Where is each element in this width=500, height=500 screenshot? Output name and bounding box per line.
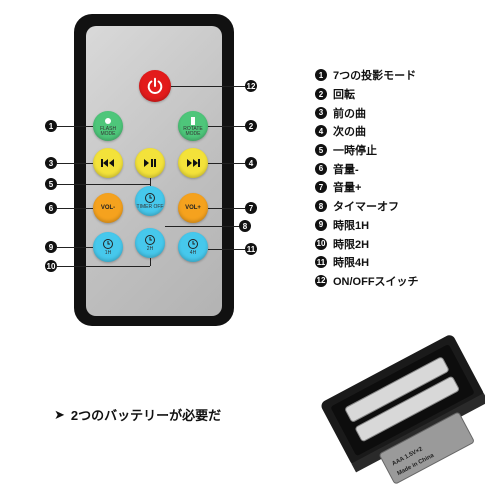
- legend-number: 5: [315, 144, 327, 157]
- legend-text: 音量+: [333, 182, 362, 195]
- timer-1h-label: 1H: [104, 250, 112, 256]
- leader-line: [208, 249, 245, 250]
- legend-number: 9: [315, 218, 327, 231]
- leader-line: [208, 208, 245, 209]
- legend-item: 7 音量+: [315, 178, 419, 197]
- legend-item: 2 回転: [315, 85, 419, 104]
- volume-down-label: VOL-: [100, 205, 116, 211]
- previous-track-button[interactable]: [93, 148, 123, 178]
- rotate-mode-button[interactable]: ROTATE MODE: [178, 111, 208, 141]
- clock-icon: [103, 239, 113, 249]
- legend-number: 4: [315, 125, 327, 138]
- legend-item: 6 音量-: [315, 159, 419, 178]
- callout-7: 7: [245, 202, 257, 214]
- clock-icon: [188, 239, 198, 249]
- legend-number: 1: [315, 69, 327, 82]
- leader-line: [57, 184, 150, 185]
- callout-12: 12: [245, 80, 257, 92]
- leader-line: [208, 163, 245, 164]
- timer-2h-button[interactable]: 2H: [135, 228, 165, 258]
- leader-line: [57, 247, 93, 248]
- legend-text: ON/OFFスイッチ: [333, 275, 419, 288]
- power-icon: [147, 77, 163, 94]
- timer-4h-label: 4H: [189, 250, 197, 256]
- callout-5: 5: [45, 178, 57, 190]
- rotate-icon: [191, 116, 195, 125]
- callout-9: 9: [45, 241, 57, 253]
- rotate-mode-label: ROTATE MODE: [183, 125, 203, 137]
- leader-line: [57, 126, 93, 127]
- legend-number: 11: [315, 256, 327, 269]
- callout-4: 4: [245, 157, 257, 169]
- legend-item: 3 前の曲: [315, 103, 419, 122]
- clock-icon: [145, 193, 155, 203]
- legend-text: 前の曲: [333, 107, 366, 120]
- volume-up-button[interactable]: VOL+: [178, 193, 208, 223]
- legend-item: 4 次の曲: [315, 122, 419, 141]
- battery-compartment-illustration: AAA 1.5V×2 Made in China: [321, 335, 485, 484]
- skip-back-icon: [101, 159, 114, 167]
- battery-requirement-note: ➤ 2つのバッテリーが必要だ: [54, 405, 221, 424]
- legend-number: 10: [315, 237, 327, 250]
- light-icon: [105, 117, 111, 124]
- legend-number: 3: [315, 106, 327, 119]
- legend-item: 10 時限2H: [315, 234, 419, 253]
- legend-item: 8 タイマーオフ: [315, 197, 419, 216]
- play-pause-button[interactable]: [135, 148, 165, 178]
- legend-text: タイマーオフ: [333, 201, 399, 214]
- legend-number: 12: [315, 274, 327, 287]
- power-button[interactable]: [139, 70, 171, 102]
- legend-number: 7: [315, 181, 327, 194]
- legend-number: 8: [315, 200, 327, 213]
- legend-item: 1 7つの投影モード: [315, 66, 419, 85]
- play-pause-icon: [144, 159, 156, 167]
- callout-1: 1: [45, 120, 57, 132]
- leader-line: [57, 266, 150, 267]
- leader-line: [165, 226, 240, 227]
- next-track-button[interactable]: [178, 148, 208, 178]
- callout-11: 11: [245, 243, 257, 255]
- legend-text: 時限2H: [333, 238, 370, 251]
- callout-6: 6: [45, 202, 57, 214]
- callout-8: 8: [239, 220, 251, 232]
- leader-line: [171, 86, 246, 87]
- legend-item: 5 一時停止: [315, 141, 419, 160]
- flash-mode-label: FLASH MODE: [99, 125, 117, 137]
- timer-4h-button[interactable]: 4H: [178, 232, 208, 262]
- legend-text: 回転: [333, 89, 355, 102]
- legend-item: 12 ON/OFFスイッチ: [315, 272, 419, 291]
- legend-item: 11 時限4H: [315, 253, 419, 272]
- leader-line: [208, 126, 245, 127]
- callout-2: 2: [245, 120, 257, 132]
- legend-text: 時限1H: [333, 219, 370, 232]
- timer-1h-button[interactable]: 1H: [93, 232, 123, 262]
- leader-line: [150, 178, 151, 186]
- battery-requirement-text: 2つのバッテリーが必要だ: [70, 408, 222, 423]
- leader-line: [57, 163, 93, 164]
- legend-number: 2: [315, 88, 327, 101]
- legend-item: 9 時限1H: [315, 216, 419, 235]
- clock-icon: [145, 235, 155, 245]
- legend-text: 一時停止: [333, 145, 377, 158]
- callout-10: 10: [45, 260, 57, 272]
- volume-down-button[interactable]: VOL-: [93, 193, 123, 223]
- legend-number: 6: [315, 162, 327, 175]
- volume-up-label: VOL+: [185, 205, 201, 211]
- arrow-icon: ➤: [54, 406, 65, 422]
- legend-text: 時限4H: [333, 257, 370, 270]
- callout-3: 3: [45, 157, 57, 169]
- timer-2h-label: 2H: [146, 246, 154, 252]
- legend-text: 7つの投影モード: [333, 70, 417, 83]
- timer-off-label: TIMER OFF: [136, 204, 164, 210]
- legend-text: 次の曲: [333, 126, 366, 139]
- timer-off-button[interactable]: TIMER OFF: [135, 186, 165, 216]
- leader-line: [57, 208, 93, 209]
- skip-forward-icon: [187, 159, 200, 167]
- leader-line: [150, 258, 151, 266]
- legend-text: 音量-: [333, 163, 359, 176]
- flash-mode-button[interactable]: FLASH MODE: [93, 111, 123, 141]
